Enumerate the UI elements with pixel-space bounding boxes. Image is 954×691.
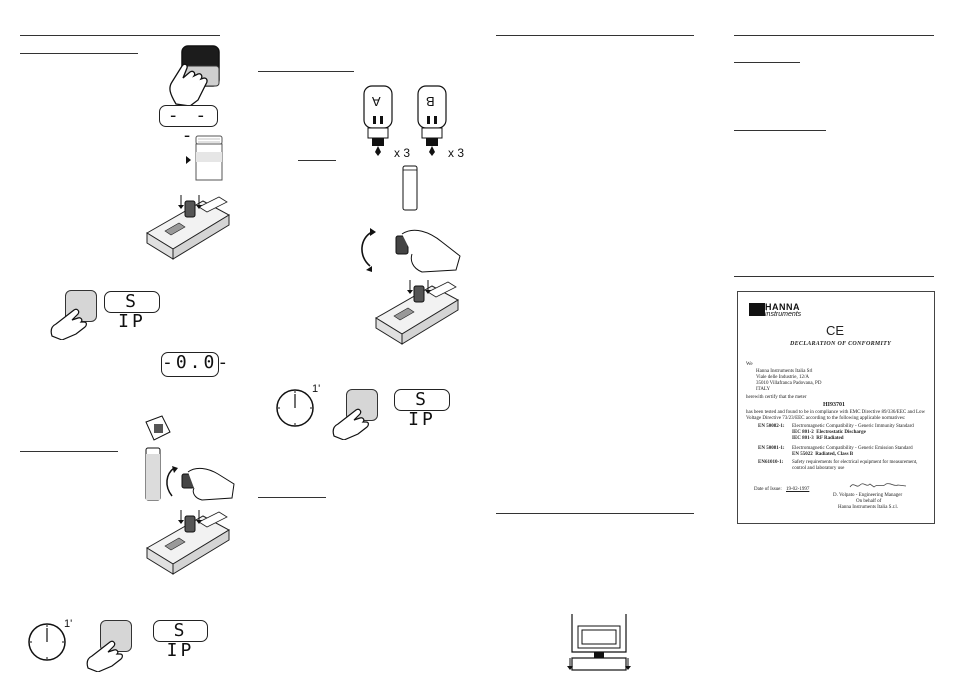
declaration-of-conformity: HANNA instruments CE DECLARATION OF CONF…: [737, 291, 935, 524]
hanna-logo-icon: [749, 303, 765, 316]
col2-heading-underline-3: [258, 497, 326, 498]
cert-norm-text: Electromagnetic Compatibility - Generic …: [792, 424, 914, 429]
pour-and-shake-illustration: [145, 415, 235, 501]
logo-name: HANNA: [765, 302, 800, 312]
col3-top-rule: [496, 35, 694, 36]
cert-compliance-2: Voltage Directive 73/23/EEC according to…: [746, 416, 906, 421]
ce-mark: CE: [826, 323, 845, 338]
lcd-sip-1: S IP: [104, 291, 160, 332]
cert-compliance-1: has been tested and found to be in compl…: [746, 410, 926, 415]
cert-signer: D. Volpato - Engineering Manager: [833, 493, 903, 498]
logo-sub: instruments: [765, 311, 802, 318]
reagent-bottle-a-icon: [363, 85, 393, 156]
read-key-2[interactable]: [100, 620, 132, 652]
cert-herewith: herewith certify that the meter: [746, 395, 807, 400]
hand-pointer-icon: [50, 308, 87, 340]
reagent-bottle-b-icon: [417, 85, 447, 156]
col1-top-rule: [20, 35, 220, 36]
col1-heading-underline-1: [20, 53, 138, 54]
cert-address-1: Hanna Instruments Italia Srl: [756, 369, 813, 374]
col4-heading-underline-2: [734, 130, 826, 131]
cert-title: DECLARATION OF CONFORMITY: [790, 341, 892, 347]
bottle-a-letter: A: [372, 94, 381, 109]
col2-heading-underline-2: [298, 160, 336, 161]
shake-cuvette-illustration: [361, 228, 461, 273]
cert-norm-code: EN61010-1:: [758, 460, 784, 465]
hand-pointer-icon: [86, 640, 123, 672]
cert-we: We: [746, 362, 753, 367]
cert-norm-text: control and laboratory use: [792, 466, 845, 471]
cert-address-2: Viale delle Industrie, 12/A: [756, 375, 810, 380]
cert-norm-text: EN 55022 Radiated, Class B: [792, 452, 854, 457]
col3-mid-rule: [496, 513, 694, 514]
meter-insert-illustration-1: [146, 195, 231, 260]
cert-norm-code: EN 50081-1:: [758, 446, 785, 451]
cert-norm-text: Electromagnetic Compatibility - Generic …: [792, 446, 913, 451]
cert-model: HI93701: [823, 402, 846, 408]
cert-date-label: Date of Issue:: [754, 487, 782, 492]
col4-mid-rule: [734, 276, 934, 277]
bottle-a-multiplier: x 3: [394, 146, 411, 160]
bottle-b-letter: B: [426, 94, 435, 109]
cert-norm-text: Safety requirements for electrical equip…: [792, 460, 918, 465]
signature-icon: [849, 483, 907, 488]
hand-pointer-icon: [332, 408, 369, 440]
meter-insert-illustration-2: [146, 510, 231, 575]
bottle-b-multiplier: x 3: [448, 146, 465, 160]
col4-heading-underline-1: [734, 62, 800, 63]
timer-duration-2: 1': [312, 383, 321, 395]
col4-top-rule: [734, 35, 934, 36]
battery-compartment-illustration: [567, 614, 631, 671]
col2-heading-underline-1: [258, 71, 354, 72]
cert-address-3: 35010 Villafranca Padovana, PD: [756, 381, 822, 386]
cert-norm-text: IEC 801-2 Electrostatic Discharge: [792, 430, 866, 435]
cert-norm-code: EN 50082-1:: [758, 424, 785, 429]
cert-address-4: ITALY: [756, 387, 771, 392]
col1-heading-underline-2: [20, 451, 118, 452]
lcd-sip-2: S IP: [153, 620, 208, 661]
cert-company: Hanna Instruments Italia S.r.l.: [838, 505, 898, 510]
timer-duration-1: 1': [64, 618, 73, 630]
empty-cuvette-icon: [402, 165, 418, 211]
meter-insert-illustration-3: [375, 280, 460, 345]
lcd-zero: -0.0-: [161, 352, 228, 377]
lcd-sip-3: S IP: [394, 389, 450, 430]
cert-date-value: 19-02-1997: [786, 487, 810, 492]
cuvette-illustration: [186, 135, 223, 181]
pressed-key-illustration: [169, 45, 220, 106]
cert-norm-text: IEC 801-3 RF Radiated: [792, 436, 844, 441]
cert-behalf: On behalf of: [856, 499, 882, 504]
timer-clock-icon-2: [276, 389, 314, 427]
timer-clock-icon-1: [28, 623, 66, 661]
lcd-dashes: - - -: [159, 105, 218, 146]
